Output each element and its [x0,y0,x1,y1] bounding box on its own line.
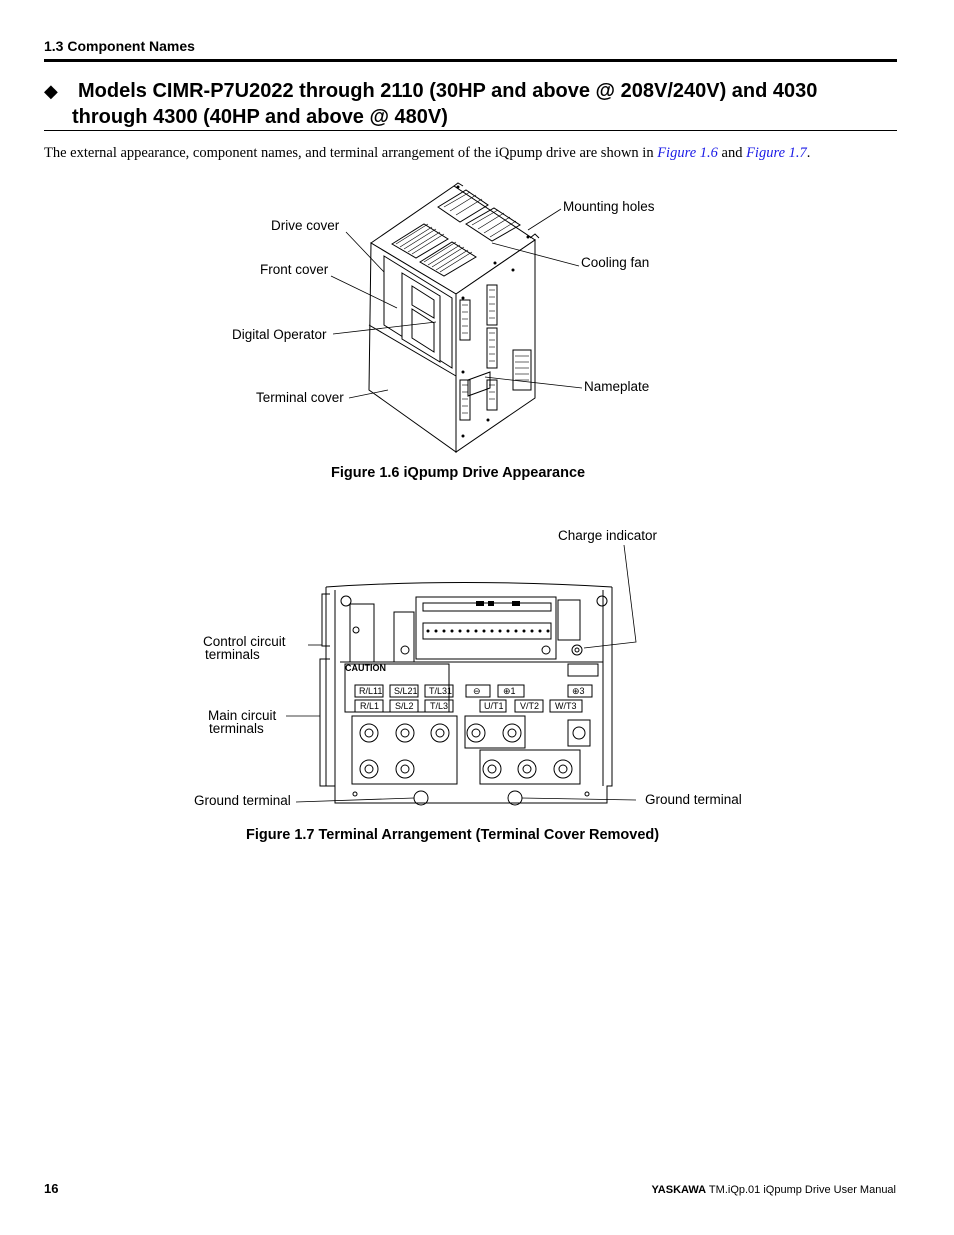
terminal-u-t1: U/T1 [484,701,504,711]
terminal-t-l31: T/L31 [429,686,453,696]
intro-paragraph: The external appearance, component names… [44,145,810,162]
terminal-r-l11: R/L11 [359,686,383,696]
page-number: 16 [44,1181,59,1196]
terminal-s-l2: S/L2 [395,701,414,711]
terminal-s-l21: S/L21 [394,686,418,696]
label-control-circuit-terminals: terminals [205,647,260,662]
label-drive-cover: Drive cover [271,218,340,233]
label-charge-indicator: Charge indicator [558,528,658,543]
footer-brand: YASKAWA [651,1184,707,1196]
label-ground-terminal-right: Ground terminal [645,792,742,807]
terminal-positive-1: ⊕1 [503,686,516,696]
diamond-bullet-icon: ◆ [44,81,58,101]
terminal-w-t3: W/T3 [555,701,577,711]
label-front-cover: Front cover [260,262,329,277]
footer-manual-text: TM.iQp.01 iQpump Drive User Manual [706,1184,896,1196]
heading-line-2: through 4300 (40HP and above @ 480V) [72,106,448,128]
terminal-v-t2: V/T2 [520,701,540,711]
figure-1-6-link[interactable]: Figure 1.6 [657,145,718,161]
label-cooling-fan: Cooling fan [581,255,650,270]
label-terminal-cover: Terminal cover [256,390,344,405]
label-control-circuit: Control circuit [203,634,286,649]
terminal-t-l3: T/L3 [430,701,449,711]
figure-1-6-caption: Figure 1.6 iQpump Drive Appearance [331,465,586,481]
heading-line-1: Models CIMR-P7U2022 through 2110 (30HP a… [78,80,818,102]
section-header: 1.3 Component Names [44,38,195,54]
footer-manual-title: YASKAWA TM.iQp.01 iQpump Drive User Manu… [651,1184,896,1196]
intro-text-end: . [806,145,811,161]
intro-text-mid: and [717,145,747,161]
label-nameplate: Nameplate [584,379,650,394]
terminal-negative: ⊖ [473,686,481,696]
label-main-circuit: Main circuit [208,708,277,723]
label-main-circuit-terminals: terminals [209,721,264,736]
terminal-r-l1: R/L1 [360,701,380,711]
label-mounting-holes: Mounting holes [563,199,655,214]
label-ground-terminal-left: Ground terminal [194,793,291,808]
heading-rule [44,130,897,131]
caution-label: CAUTION [345,663,386,673]
figure-1-7-link[interactable]: Figure 1.7 [746,145,807,161]
terminal-positive-3: ⊕3 [572,686,585,696]
intro-text: The external appearance, component names… [44,145,658,161]
header-rule [44,59,897,62]
label-digital-operator: Digital Operator [232,327,327,342]
figure-1-7-caption: Figure 1.7 Terminal Arrangement (Termina… [246,827,660,843]
